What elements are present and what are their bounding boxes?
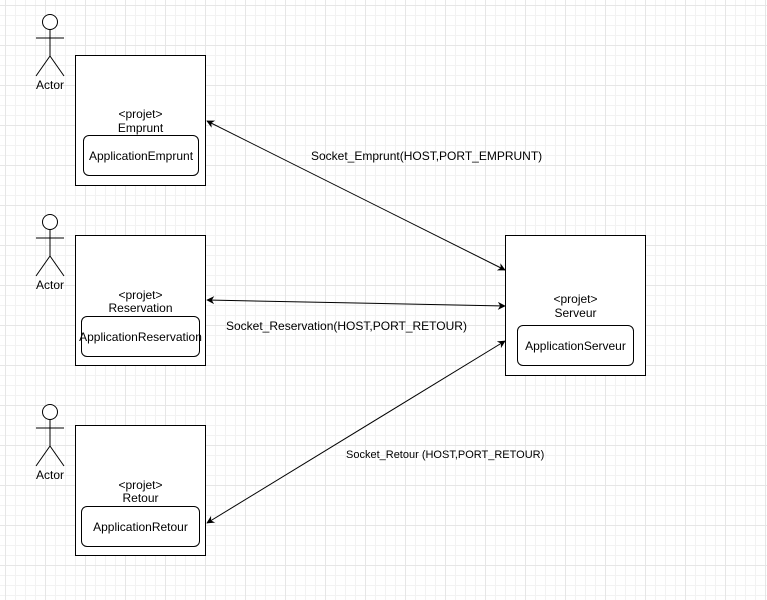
application-emprunt-box[interactable]: ApplicationEmprunt xyxy=(83,135,199,176)
connector-emprunt-serveur[interactable] xyxy=(206,120,506,271)
module-name: Retour xyxy=(122,491,159,505)
module-reservation[interactable]: <projet> Reservation ApplicationReservat… xyxy=(75,235,206,366)
module-name: Emprunt xyxy=(117,121,164,135)
actor-label: Actor xyxy=(35,78,64,92)
actor-figure-icon xyxy=(35,214,65,277)
application-serveur-box[interactable]: ApplicationServeur xyxy=(517,325,634,366)
application-name: ApplicationEmprunt xyxy=(88,148,194,163)
module-stereotype: <projet> xyxy=(118,478,163,492)
module-name: Reservation xyxy=(108,301,173,315)
module-emprunt[interactable]: <projet> Emprunt ApplicationEmprunt xyxy=(75,55,206,186)
application-reservation-box[interactable]: ApplicationReservation xyxy=(79,316,202,357)
module-retour[interactable]: <projet> Retour ApplicationRetour xyxy=(75,425,206,556)
actor-label: Actor xyxy=(35,468,64,482)
connection-label-reservation: Socket_Reservation(HOST,PORT_RETOUR) xyxy=(226,319,467,333)
application-name: ApplicationRetour xyxy=(93,519,188,534)
module-stereotype: <projet> xyxy=(553,292,598,306)
actor-retour[interactable]: Actor xyxy=(30,404,70,484)
actor-figure-icon xyxy=(35,404,65,467)
connector-retour-serveur[interactable] xyxy=(206,340,506,524)
application-name: ApplicationServeur xyxy=(525,338,626,353)
actor-label: Actor xyxy=(35,278,64,292)
actor-emprunt[interactable]: Actor xyxy=(30,14,70,94)
actor-reservation[interactable]: Actor xyxy=(30,214,70,294)
connection-label-retour: Socket_Retour (HOST,PORT_RETOUR) xyxy=(346,449,545,461)
module-stereotype: <projet> xyxy=(118,288,163,302)
connector-reservation-serveur[interactable] xyxy=(206,296,506,310)
application-name: ApplicationReservation xyxy=(79,329,202,344)
actor-figure-icon xyxy=(35,14,65,77)
module-name: Serveur xyxy=(554,306,597,320)
module-stereotype: <projet> xyxy=(118,107,163,121)
connection-label-emprunt: Socket_Emprunt(HOST,PORT_EMPRUNT) xyxy=(311,149,543,163)
module-serveur[interactable]: <projet> Serveur ApplicationServeur xyxy=(505,235,646,376)
application-retour-box[interactable]: ApplicationRetour xyxy=(81,506,200,547)
